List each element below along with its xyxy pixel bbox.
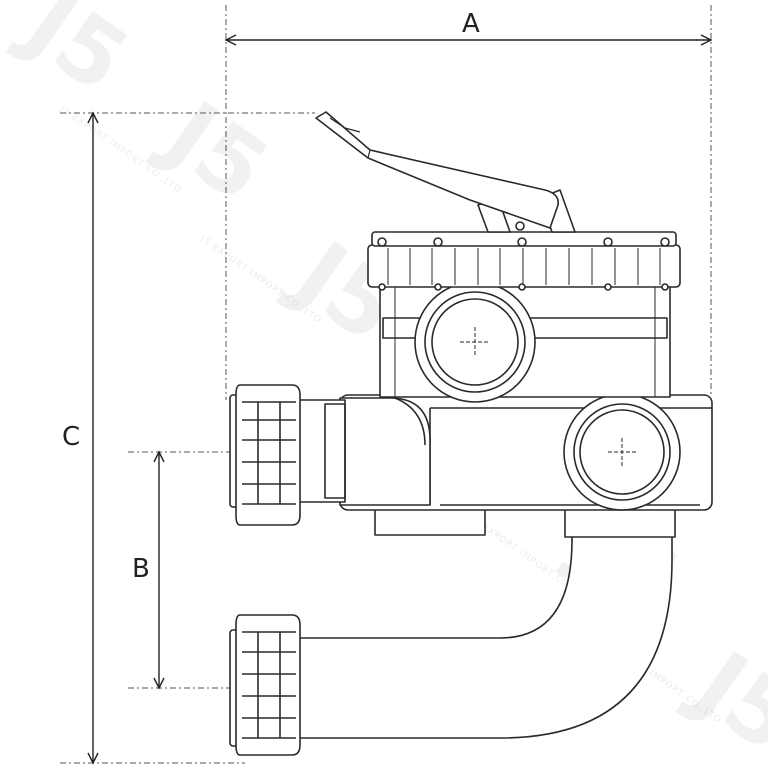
dimension-arrows bbox=[87, 34, 713, 765]
watermark-logo: J5 bbox=[142, 79, 286, 224]
dim-b-arrow-top bbox=[153, 450, 165, 463]
watermark-logo: J5 bbox=[2, 0, 146, 113]
valve-handle bbox=[315, 111, 576, 233]
svg-text:J5: J5 bbox=[142, 79, 286, 224]
left-elbow bbox=[339, 397, 431, 506]
dim-a-label: A bbox=[462, 9, 480, 39]
u-pipe bbox=[294, 534, 673, 739]
dimension-lines bbox=[60, 5, 712, 764]
bottom-left-union bbox=[229, 614, 301, 756]
dim-c-label: C bbox=[62, 422, 80, 452]
dim-a-arrow-left bbox=[224, 34, 237, 46]
dim-a-arrow-right bbox=[700, 34, 713, 46]
dim-b-arrow-bottom bbox=[153, 677, 165, 690]
dim-b-label: B bbox=[132, 554, 150, 584]
right-port bbox=[563, 393, 681, 511]
valve-drawing bbox=[229, 111, 713, 756]
dim-c-arrow-bottom bbox=[87, 752, 99, 765]
svg-text:J5: J5 bbox=[2, 0, 146, 113]
top-left-union bbox=[229, 384, 346, 526]
valve-cap bbox=[367, 231, 681, 291]
top-port bbox=[414, 281, 536, 403]
dim-c-arrow-top bbox=[87, 111, 99, 124]
